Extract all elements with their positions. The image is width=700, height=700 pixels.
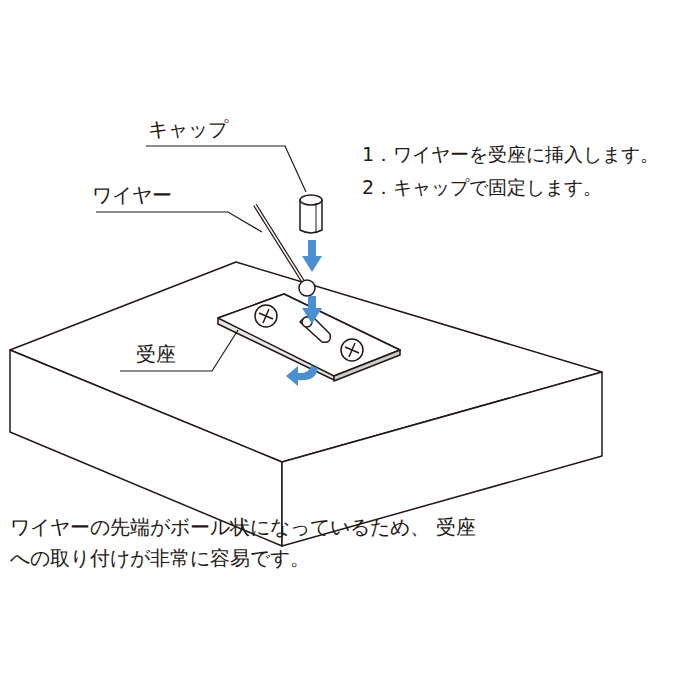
step-text: 1．ワイヤーを受座に挿入します。 [362, 143, 659, 166]
part-label: ワイヤー [92, 183, 172, 207]
part-label: 受座 [136, 342, 176, 366]
step-text: 2．キャップで固定します。 [362, 176, 602, 199]
receiver-plate [218, 294, 400, 381]
motion-arrows [286, 240, 322, 386]
part-label: キャップ [148, 117, 228, 141]
note-text: ワイヤーの先端がボール状になっているため、 受座への取り付けが非常に容易です。 [10, 512, 480, 574]
cap [300, 195, 322, 233]
leader-lines [96, 146, 306, 371]
